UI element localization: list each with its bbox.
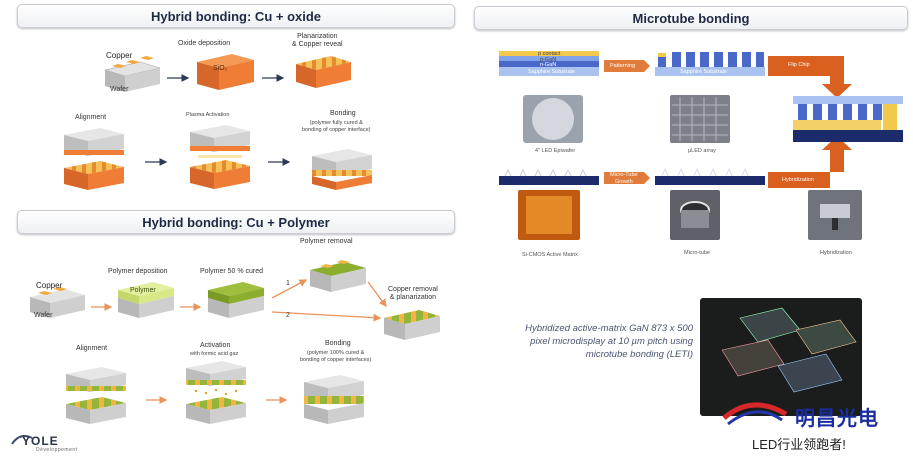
polymer-bonding-note: (polymer 100% cured & bonding of copper … [300, 350, 372, 363]
microdisplay-caption: Hybridized active-matrix GaN 873 x 500 p… [525, 323, 693, 360]
plasma-activation-label: Plasma Activation [186, 112, 230, 118]
polymer-cured-label: Polymer 50 % cured [200, 268, 264, 275]
polymer-alignment-stack [66, 367, 126, 424]
polymer-arrow-removal [367, 281, 387, 308]
oxide-copper-label: Copper [106, 51, 133, 60]
polymer-bonded-stack [304, 375, 364, 424]
polymer-wafer-label: Wafer [34, 312, 53, 319]
polymer-activation-stack [186, 361, 246, 424]
path-2-label: 2 [286, 312, 290, 319]
cmos-matrix-photo-die [526, 196, 572, 234]
oxide-deposition-label: Oxide deposition [178, 40, 231, 47]
micro-tube-label: Micro-tube [684, 250, 710, 256]
epiwafer-disc [532, 98, 574, 140]
polymer-activation-note: with formic acid gaz [190, 351, 239, 357]
polymer-removal-label: Polymer removal [300, 238, 353, 245]
uled-array-label: μLED array [688, 148, 716, 154]
oxide-step-copper-wafer [104, 56, 161, 92]
oxide-alignment-stack [64, 128, 124, 190]
hybridized-assembly [793, 96, 903, 142]
cmos-with-microtubes [655, 167, 765, 185]
led-epiwafer-label: 4" LED Epiwafer [535, 148, 576, 154]
cu-polymer-title: Hybrid bonding: Cu + Polymer [17, 210, 455, 234]
polymer-step-deposition [118, 282, 174, 318]
polymer-deposition-label: Polymer deposition [108, 268, 168, 275]
brand-logo-swoosh-red [722, 402, 788, 420]
oxide-plasma-stack [190, 125, 250, 189]
polymer-copper-label: Copper [36, 281, 63, 290]
polymer-alignment-label: Alignment [76, 345, 108, 352]
p-gan-label: p-GaN [540, 57, 557, 63]
yole-logo-text: YOLE [22, 434, 59, 448]
polymer-step-copper-wafer [30, 287, 85, 318]
polymer-step-cured [208, 282, 264, 318]
patterning-label: Patterning [610, 63, 636, 69]
oxide-bonding-note: (polymer fully cured & bonding of copper… [302, 120, 371, 133]
uled-array-photo [670, 95, 730, 143]
hybridization-flow-arrow [768, 136, 852, 188]
micro-tube-body [681, 210, 709, 228]
p-contact-label: p contact [538, 51, 561, 57]
polymer-step-removal [310, 260, 366, 292]
planarization-label: Planarization & Copper reveal [292, 33, 343, 48]
hybridization-photo-tube [832, 218, 838, 230]
copper-removal-label: Copper removal & planarization [388, 286, 438, 301]
polymer-activation-label: Activation [200, 342, 231, 349]
oxide-bonding-label: Bonding [330, 110, 356, 117]
sapphire-label-1: Sapphire Substrate [528, 69, 576, 75]
polymer-bonding-label: Bonding [325, 340, 351, 347]
yole-logo-subtext: Développement [36, 447, 78, 453]
flip-chip-label: Flip Chip [788, 62, 810, 68]
polymer-step-copper-removal [384, 310, 440, 340]
sio2-label: SiO₂ [213, 65, 228, 72]
micro-tube-growth-label: Micro-Tube Growth [610, 172, 638, 185]
microtube-growth-arrow [604, 172, 650, 184]
hybridization-photo-label: Hybridization [820, 250, 852, 256]
brand-name: 明昌光电 [795, 408, 879, 430]
polymer-path-2-arrow [271, 311, 382, 322]
n-gan-label: n-GaN [540, 62, 557, 68]
polymer-path-1-arrow [271, 279, 308, 299]
hybridization-photo-chip [820, 204, 850, 218]
polymer-label: Polymer [130, 287, 156, 294]
cmos-matrix-stack [499, 168, 599, 185]
cu-oxide-title: Hybrid bonding: Cu + oxide [17, 4, 455, 28]
oxide-bonded-stack [312, 149, 372, 190]
si-cmos-label: Si-CMOS Active Matrix [522, 252, 578, 258]
oxide-step-planarization [296, 56, 351, 88]
microtube-title: Microtube bonding [474, 6, 908, 30]
brand-logo-swoosh-blue [727, 410, 783, 426]
uled-array-grid [672, 97, 728, 141]
yole-logo-mark [11, 435, 33, 445]
oxide-wafer-label: Wafer [110, 86, 129, 93]
microtube-led-stack [499, 51, 599, 76]
hybridization-label: Hybridization [782, 177, 814, 183]
path-1-label: 1 [286, 280, 290, 287]
microtube-patterned-array [655, 52, 765, 76]
oxide-alignment-label: Alignment [75, 114, 107, 121]
flip-chip-flow-arrow [768, 56, 852, 98]
sapphire-label-2: Sapphire Substrate [680, 69, 728, 75]
patterning-arrow [604, 60, 650, 72]
brand-slogan: LED行业领跑者! [752, 437, 846, 452]
oxide-step-deposition [197, 54, 254, 90]
